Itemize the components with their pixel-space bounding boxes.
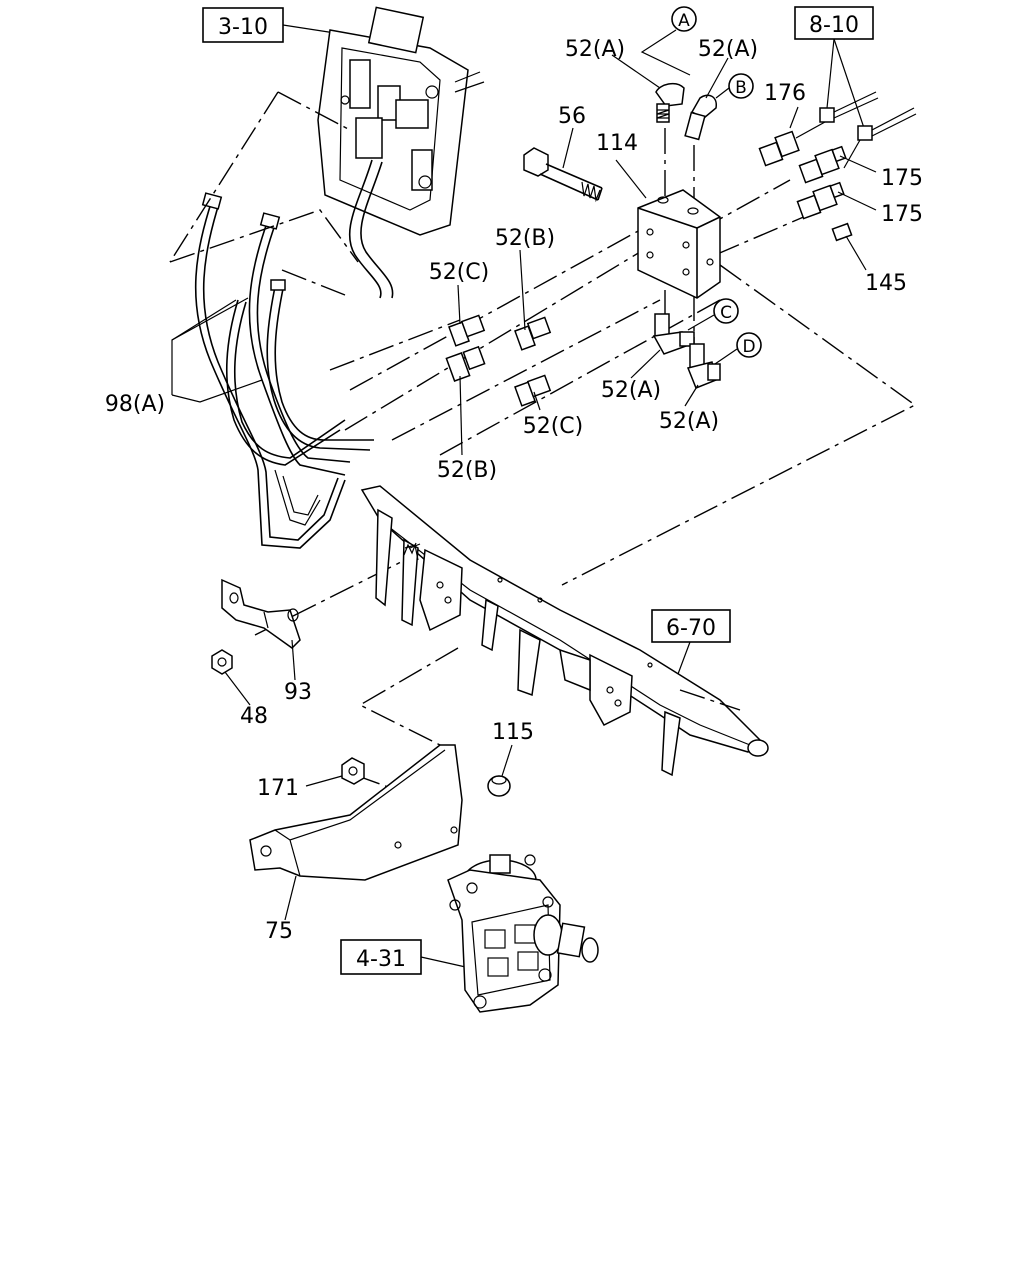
elbow-fitting-52a-top-right <box>684 94 717 141</box>
ref-box-6-70[interactable]: 6-70 <box>651 609 731 643</box>
marker-a-label: A <box>678 11 690 31</box>
label-52b-1: 52(B) <box>495 226 555 251</box>
mounting-bracket-75 <box>249 744 463 881</box>
power-steering-pump <box>447 854 599 1013</box>
pressure-switch-175-lower <box>796 181 845 220</box>
label-52c-2: 52(C) <box>523 414 584 439</box>
nut-48 <box>211 649 233 675</box>
label-52a-3: 52(A) <box>601 378 661 403</box>
label-175-2: 175 <box>881 202 923 227</box>
fitting-52b-lower <box>445 345 486 382</box>
label-52a-1: 52(A) <box>565 37 625 62</box>
label-52c-1: 52(C) <box>429 260 490 285</box>
elbow-fitting-52a-low <box>686 343 721 389</box>
pressure-switch-175-upper <box>798 145 847 184</box>
label-93: 93 <box>284 680 312 705</box>
elbow-fitting-52a-mid <box>652 313 695 355</box>
marker-d: D <box>736 332 762 358</box>
nut-171 <box>341 757 365 785</box>
label-171: 171 <box>257 776 299 801</box>
marker-a: A <box>671 6 697 32</box>
label-48: 48 <box>240 704 268 729</box>
plug-145 <box>831 222 853 242</box>
wiring-connector-8-10 <box>819 91 917 169</box>
fitting-52c-upper <box>448 314 486 347</box>
marker-b-label: B <box>735 78 747 98</box>
label-175-1: 175 <box>881 166 923 191</box>
label-115: 115 <box>492 720 534 745</box>
ref-box-3-10[interactable]: 3-10 <box>202 7 284 43</box>
fitting-52b-upper <box>514 316 552 351</box>
collar-115 <box>487 775 511 797</box>
label-98a: 98(A) <box>105 392 165 417</box>
label-145: 145 <box>865 271 907 296</box>
fitting-52c-lower <box>514 374 552 407</box>
label-52b-2: 52(B) <box>437 458 497 483</box>
bolt-56 <box>523 147 603 203</box>
label-52a-4: 52(A) <box>659 409 719 434</box>
elbow-fitting-52a-top-left <box>655 82 685 123</box>
ref-box-4-31[interactable]: 4-31 <box>340 939 422 975</box>
label-176: 176 <box>764 81 806 106</box>
pipe-bundle-98a <box>194 192 374 549</box>
ref-box-4-31-label: 4-31 <box>356 947 406 972</box>
label-56: 56 <box>558 104 586 129</box>
ref-box-3-10-label: 3-10 <box>218 15 268 40</box>
label-52a-2: 52(A) <box>698 37 758 62</box>
marker-c-label: C <box>720 303 732 323</box>
ref-box-8-10[interactable]: 8-10 <box>794 6 874 40</box>
label-75: 75 <box>265 919 293 944</box>
marker-c: C <box>713 298 739 324</box>
frame-cross-member <box>360 485 769 777</box>
cross-block-114 <box>637 189 721 299</box>
switch-176 <box>758 121 826 167</box>
marker-b: B <box>728 73 754 99</box>
label-114: 114 <box>596 131 638 156</box>
ref-box-6-70-label: 6-70 <box>666 616 716 641</box>
clip-bracket-93 <box>221 578 301 649</box>
marker-d-label: D <box>742 337 755 357</box>
ref-box-8-10-label: 8-10 <box>809 13 859 38</box>
control-valve-assembly <box>317 6 485 299</box>
